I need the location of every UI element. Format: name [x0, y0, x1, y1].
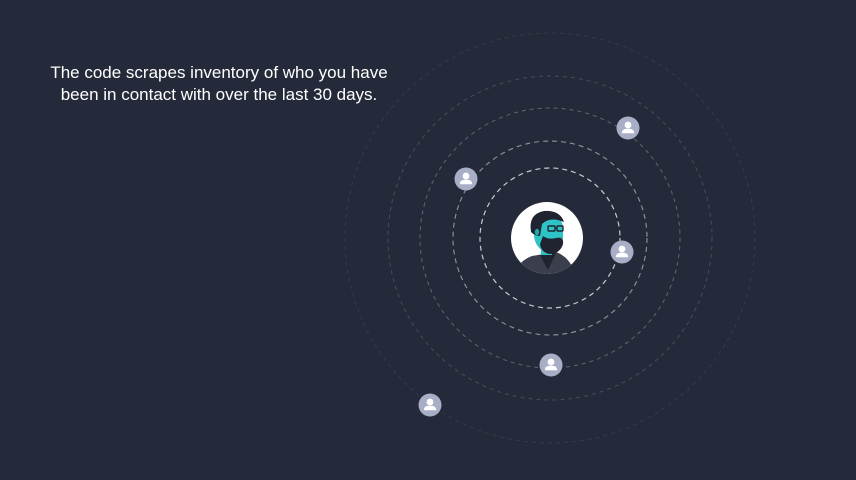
orbit-ring-1	[479, 167, 621, 309]
orbit-ring-3	[419, 107, 681, 369]
orbit-ring-4	[387, 75, 713, 401]
contact-icon-3	[610, 240, 634, 264]
contact-icon-5	[418, 393, 442, 417]
orbit-ring-2	[452, 140, 648, 336]
caption-text: The code scrapes inventory of who you ha…	[50, 63, 388, 104]
orbit-ring-5	[344, 32, 756, 444]
user-avatar	[511, 202, 583, 274]
contact-icon-4	[539, 353, 563, 377]
contact-icon-1	[616, 116, 640, 140]
contact-icon-2	[454, 167, 478, 191]
